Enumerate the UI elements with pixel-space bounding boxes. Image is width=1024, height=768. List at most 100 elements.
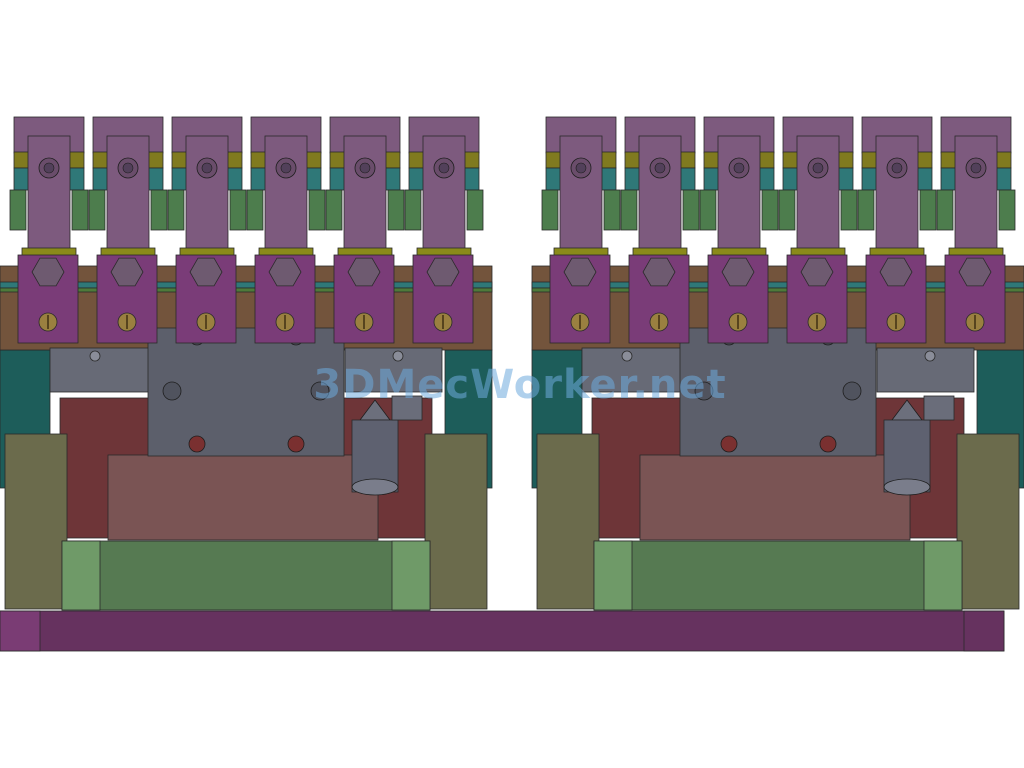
pin-bore-inner [43, 162, 55, 174]
side-clip-left [936, 189, 954, 231]
bolt-icon [310, 381, 330, 401]
base-plate [0, 610, 1005, 652]
station-1 [9, 116, 89, 344]
hex-nut-icon [347, 257, 381, 287]
nozzle-base [883, 478, 931, 496]
column-left [4, 433, 68, 610]
hex-nut-icon [110, 257, 144, 287]
pin-icon [188, 435, 206, 453]
mauve-front-block [107, 454, 379, 541]
pin-icon [720, 435, 738, 453]
base-plate-end-left [0, 610, 41, 652]
upper-pin-body [717, 135, 761, 251]
side-clip-left [699, 189, 717, 231]
side-clip-left [857, 189, 875, 231]
side-clip-left [9, 189, 27, 231]
green-lower-block [593, 540, 963, 611]
pin-icon [287, 435, 305, 453]
upper-pin-body [422, 135, 466, 251]
side-clip-right [150, 189, 168, 231]
screw-head-icon [354, 312, 374, 332]
side-clip-right [308, 189, 326, 231]
fixture-unit-1 [0, 116, 493, 611]
hex-nut-icon [563, 257, 597, 287]
upper-pin-body [106, 135, 150, 251]
fixture-unit-2 [531, 116, 1024, 611]
screw-head-icon [965, 312, 985, 332]
pin-bore-inner [812, 162, 824, 174]
nozzle-fitting [391, 395, 423, 421]
side-clip-left [778, 189, 796, 231]
bolt-icon [162, 381, 182, 401]
green-strip [531, 287, 1024, 293]
pin-bore-inner [122, 162, 134, 174]
hex-nut-icon [189, 257, 223, 287]
hex-nut-icon [879, 257, 913, 287]
hex-nut-icon [721, 257, 755, 287]
upper-pin-body [27, 135, 71, 251]
screw-head-icon [433, 312, 453, 332]
cone-nozzle-icon [883, 395, 955, 496]
green-lower-block [61, 540, 431, 611]
station-2 [88, 116, 168, 344]
lower-pin-block [628, 254, 690, 344]
screw-head-icon [117, 312, 137, 332]
side-clip-right [387, 189, 405, 231]
station-6 [404, 116, 484, 344]
pin-bore-inner [891, 162, 903, 174]
screw-head-icon [196, 312, 216, 332]
green-block-edge-right [391, 540, 431, 611]
nozzle-base [351, 478, 399, 496]
green-block-edge-right [923, 540, 963, 611]
upper-pin-body [954, 135, 998, 251]
pin-bore-inner [280, 162, 292, 174]
station-5 [857, 116, 937, 344]
pin-bore-inner [575, 162, 587, 174]
nozzle-fitting [923, 395, 955, 421]
screw-head-icon [275, 312, 295, 332]
side-clip-left [325, 189, 343, 231]
base-plate-end-right [963, 610, 1005, 652]
screw-head-icon [38, 312, 58, 332]
side-clip-right [682, 189, 700, 231]
upper-pin-body [796, 135, 840, 251]
pin-bore-inner [438, 162, 450, 174]
screw-head-icon [649, 312, 669, 332]
hex-nut-icon [268, 257, 302, 287]
mauve-front-block [639, 454, 911, 541]
side-clip-left [246, 189, 264, 231]
side-clip-right [840, 189, 858, 231]
side-clip-left [88, 189, 106, 231]
side-clip-right [603, 189, 621, 231]
side-clip-right [466, 189, 484, 231]
screw-head-icon [886, 312, 906, 332]
pin-bore-inner [359, 162, 371, 174]
green-block-edge-left [61, 540, 101, 611]
side-clip-left [541, 189, 559, 231]
hex-nut-icon [800, 257, 834, 287]
upper-pin-body [638, 135, 682, 251]
side-clip-left [404, 189, 422, 231]
upper-pin-body [875, 135, 919, 251]
hex-nut-icon [31, 257, 65, 287]
bolt-icon [842, 381, 862, 401]
station-1 [541, 116, 621, 344]
hex-nut-icon [958, 257, 992, 287]
hex-nut-icon [426, 257, 460, 287]
bolt-icon [924, 350, 936, 362]
side-clip-right [229, 189, 247, 231]
pin-bore-inner [201, 162, 213, 174]
column-left [536, 433, 600, 610]
upper-pin-body [185, 135, 229, 251]
column-right [956, 433, 1020, 610]
bolt-icon [89, 350, 101, 362]
upper-pin-body [559, 135, 603, 251]
bolt-icon [392, 350, 404, 362]
bolt-icon [694, 381, 714, 401]
station-4 [778, 116, 858, 344]
side-clip-right [761, 189, 779, 231]
cone-nozzle-icon [351, 395, 423, 496]
hex-nut-icon [642, 257, 676, 287]
